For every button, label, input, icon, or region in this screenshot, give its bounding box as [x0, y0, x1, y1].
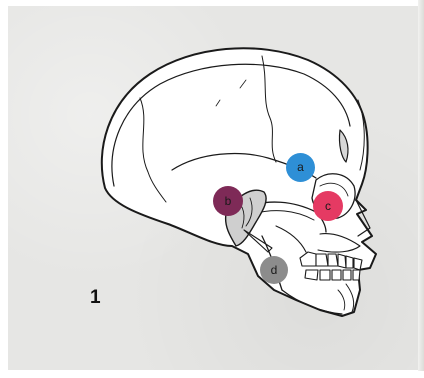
figure-number: 1 — [90, 287, 101, 309]
marker-d: d — [260, 256, 288, 284]
marker-c: c — [313, 191, 343, 221]
marker-d-label: d — [271, 264, 278, 276]
marker-a-label: a — [297, 161, 304, 173]
marker-c-label: c — [325, 200, 331, 212]
marker-b-label: b — [225, 195, 232, 207]
marker-b: b — [213, 186, 243, 216]
marker-a: a — [286, 153, 315, 182]
